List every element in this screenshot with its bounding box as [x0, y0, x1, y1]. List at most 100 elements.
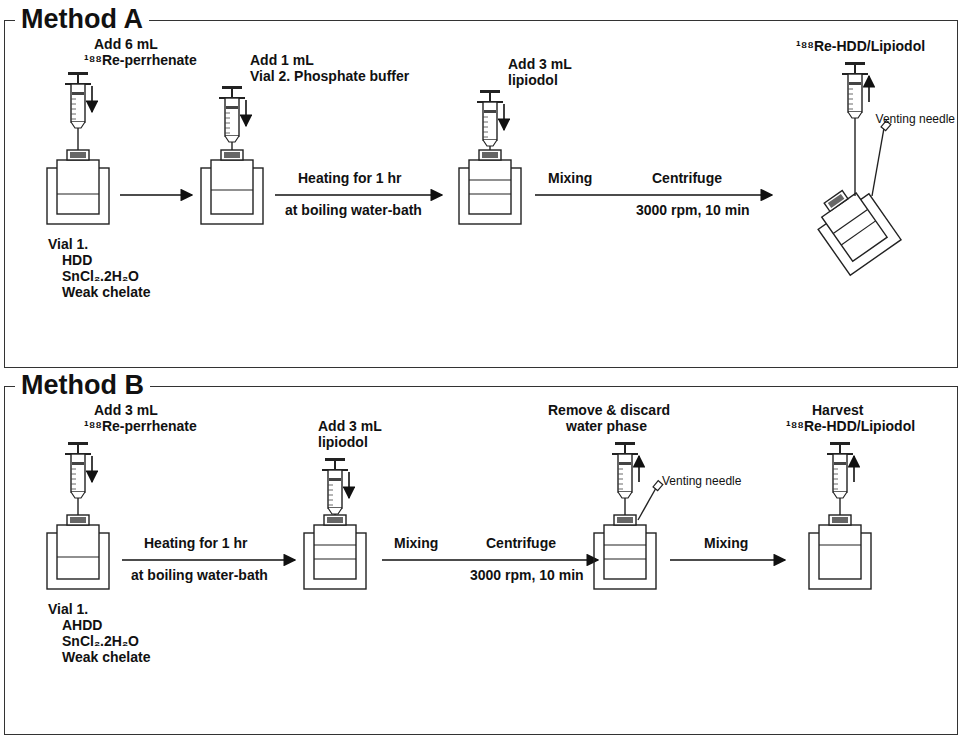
step-label: Heating for 1 hr [298, 170, 401, 186]
vial-body [469, 160, 511, 214]
plunger-head [484, 110, 496, 113]
graduation [71, 99, 76, 100]
vial-cap [221, 150, 243, 160]
panel-title: Method A [15, 2, 149, 36]
liquid-level [57, 556, 99, 557]
liquid-level [841, 221, 875, 245]
barrel [328, 470, 342, 508]
step-label: at boiling water-bath [285, 202, 422, 218]
septum [327, 517, 343, 523]
syringe [477, 90, 504, 158]
graduation [848, 89, 853, 90]
step-label: ¹⁸⁸Re-HDD/Lipiodol [796, 38, 925, 54]
barrel [71, 454, 85, 492]
flow-arrow [122, 559, 295, 561]
syringe [322, 458, 349, 523]
step-label: Add 6 mL [94, 36, 158, 52]
hub [328, 508, 342, 514]
flow-arrow [638, 456, 640, 482]
step-label: water phase [566, 418, 647, 434]
graduation [328, 490, 333, 491]
syringe [842, 62, 869, 196]
vial-body [211, 160, 253, 214]
flow-arrow [275, 194, 442, 196]
barrel [71, 84, 85, 122]
graduation [71, 489, 76, 490]
vial-in-bath [459, 150, 521, 224]
graduation [225, 133, 230, 134]
graduation [225, 113, 230, 114]
graduation [618, 474, 623, 475]
plunger-handle [325, 458, 345, 461]
vial-body [314, 525, 356, 579]
barrel [483, 102, 497, 140]
liquid-level [819, 544, 861, 545]
septum [828, 194, 845, 208]
plunger-handle [222, 86, 242, 89]
step-label: Add 1 mL [250, 52, 314, 68]
method-panel: Method B [4, 386, 958, 735]
graduation [71, 479, 76, 480]
plunger-handle [615, 442, 635, 445]
graduation [328, 485, 333, 486]
graduation [833, 489, 838, 490]
vial-body [604, 525, 646, 579]
step-label: AHDD [62, 617, 102, 633]
barrel [225, 98, 239, 136]
graduation [618, 469, 623, 470]
septum [617, 517, 633, 523]
vial-body [819, 525, 861, 579]
graduation [71, 469, 76, 470]
graduation [848, 99, 853, 100]
drawing-part [638, 488, 656, 520]
step-label: Add 3 mL [508, 56, 572, 72]
graduation [483, 127, 488, 128]
liquid-level [57, 193, 99, 194]
step-label: Heating for 1 hr [144, 535, 247, 551]
flow-arrow [382, 559, 598, 561]
liquid-level [314, 558, 356, 559]
graduation [618, 479, 623, 480]
step-label: Vial 1. [48, 601, 88, 617]
syringe [65, 442, 92, 523]
vial-in-bath [47, 515, 109, 589]
septum [482, 152, 498, 158]
step-label: ¹⁸⁸Re-perrhenate [84, 52, 197, 68]
graduation [71, 114, 76, 115]
step-label: lipiodol [508, 72, 558, 88]
flow-arrow [853, 456, 855, 482]
flow-arrow [535, 194, 772, 196]
graduation [71, 104, 76, 105]
vial-cap [614, 515, 636, 525]
vial-cap [67, 150, 89, 160]
graduation [848, 94, 853, 95]
vial-cap [829, 515, 851, 525]
hub [833, 492, 847, 498]
hub [225, 136, 239, 142]
step-label: Centrifuge [652, 170, 722, 186]
panel-title: Method B [15, 368, 150, 402]
step-label: Venting needle [662, 474, 741, 488]
step-label: Mixing [704, 535, 748, 551]
vial-in-bath [47, 150, 109, 224]
graduation [328, 495, 333, 496]
flow-arrow [245, 100, 247, 126]
plunger-head [72, 462, 84, 465]
plunger-handle [68, 442, 88, 445]
plunger-head [849, 82, 861, 85]
step-label: Vial 1. [48, 236, 88, 252]
vial-in-bath [304, 515, 366, 589]
graduation [833, 479, 838, 480]
drawing-part [653, 481, 663, 491]
graduation [833, 484, 838, 485]
graduation [833, 474, 838, 475]
graduation [483, 132, 488, 133]
plunger-handle [845, 62, 865, 65]
septum [70, 152, 86, 158]
hub [618, 492, 632, 498]
step-label: Venting needle [876, 112, 955, 126]
plunger-head [329, 478, 341, 481]
step-label: Harvest [812, 402, 863, 418]
syringe [827, 442, 854, 523]
vial-cap [479, 150, 501, 160]
